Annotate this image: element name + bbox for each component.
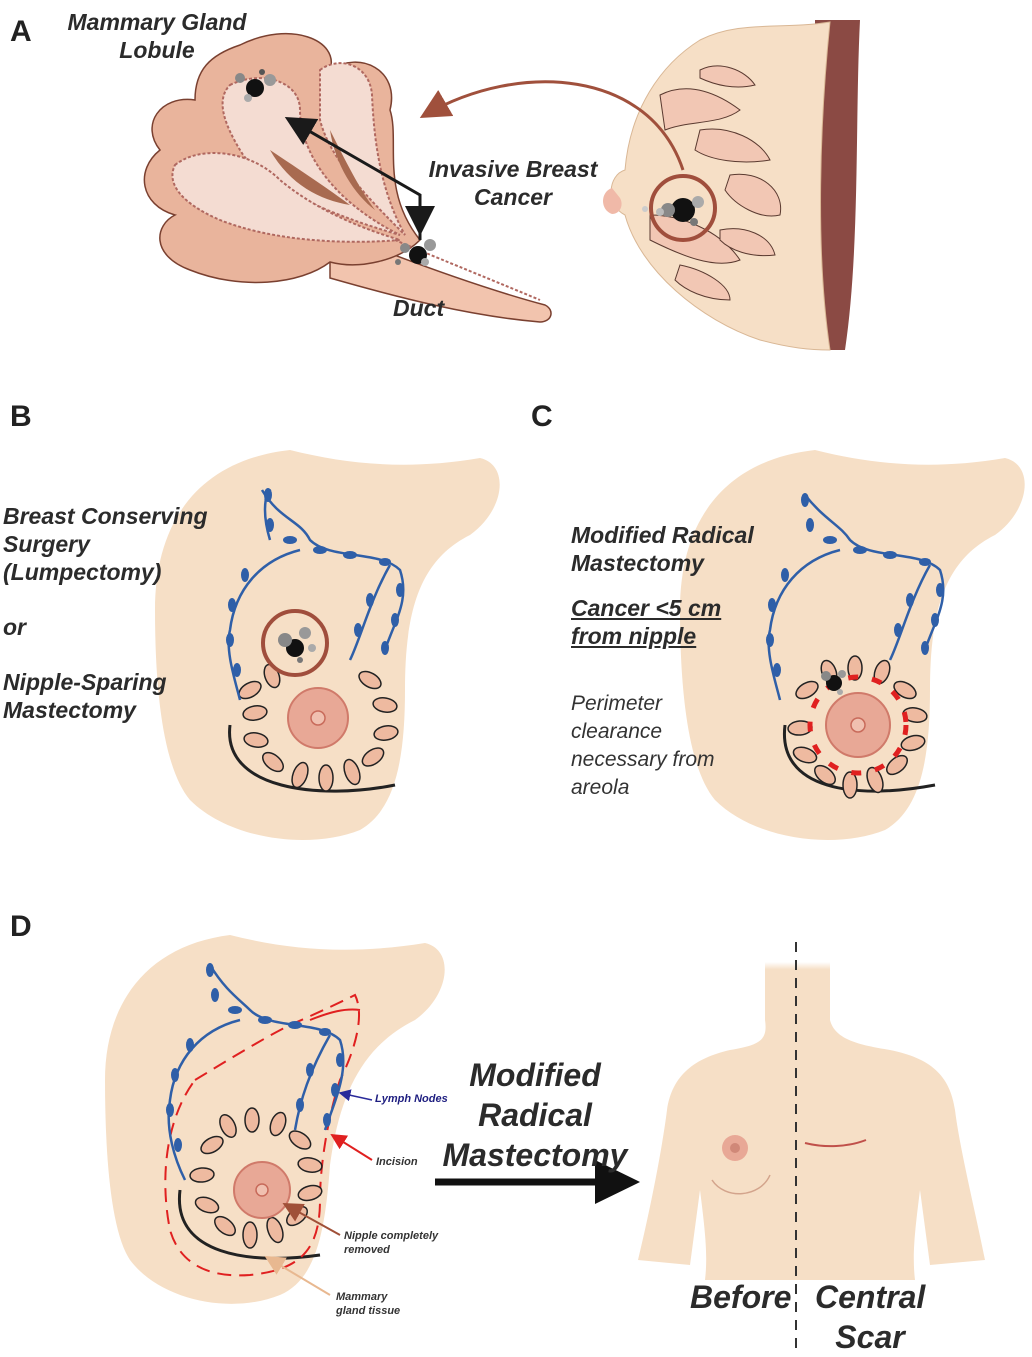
- procedure-label: Modified Radical Mastectomy: [440, 1055, 630, 1175]
- panel-b-letter: B: [10, 400, 32, 434]
- panel-c-title-line-2: Mastectomy: [571, 549, 754, 577]
- panel-c-note-line-4: areola: [571, 774, 715, 802]
- panel-c-note-line-2: clearance: [571, 718, 715, 746]
- nipple-removed-label: Nipple completely removed: [344, 1229, 438, 1257]
- panel-c-title-line-1: Modified Radical: [571, 521, 754, 549]
- lobule-label: Mammary Gland Lobule: [62, 8, 252, 64]
- incision-label: Incision: [376, 1155, 418, 1169]
- panel-d-letter: D: [10, 910, 32, 944]
- panel-b-text: Breast Conserving Surgery (Lumpectomy) o…: [3, 502, 208, 724]
- lobule-label-line-2: Lobule: [62, 36, 252, 64]
- before-label: Before: [690, 1277, 791, 1317]
- central-scar-label: Central Scar: [815, 1277, 925, 1357]
- panel-c-criteria-line-2: from nipple: [571, 622, 754, 650]
- panel-a-letter: A: [10, 15, 32, 49]
- panel-c-letter: C: [531, 400, 553, 434]
- panel-c-title: Modified Radical Mastectomy Cancer <5 cm…: [571, 521, 754, 650]
- panel-c-criteria-line-1: Cancer <5 cm: [571, 594, 754, 622]
- procedure-label-line-1: Modified: [440, 1055, 630, 1095]
- central-scar-line-2: Scar: [815, 1317, 925, 1357]
- panel-b-line-4: or: [3, 613, 208, 641]
- panel-c-note-line-1: Perimeter: [571, 690, 715, 718]
- procedure-label-line-2: Radical: [440, 1095, 630, 1135]
- panel-b-line-5: Nipple-Sparing: [3, 668, 208, 696]
- panel-b-line-2: Surgery: [3, 530, 208, 558]
- gland-tissue-line-2: gland tissue: [336, 1304, 400, 1318]
- lobule-label-line-1: Mammary Gland: [62, 8, 252, 36]
- duct-label: Duct: [393, 294, 444, 322]
- invasive-cancer-line-1: Invasive Breast: [418, 155, 608, 183]
- central-scar-line-1: Central: [815, 1277, 925, 1317]
- invasive-cancer-line-2: Cancer: [418, 183, 608, 211]
- invasive-cancer-label: Invasive Breast Cancer: [418, 155, 608, 211]
- panel-b-line-1: Breast Conserving: [3, 502, 208, 530]
- panel-b-line-3: (Lumpectomy): [3, 558, 208, 586]
- nipple-removed-line-2: removed: [344, 1243, 438, 1257]
- panel-c-note-line-3: necessary from: [571, 746, 715, 774]
- lymph-nodes-label: Lymph Nodes: [375, 1092, 448, 1106]
- gland-tissue-line-1: Mammary: [336, 1290, 400, 1304]
- panel-c-note: Perimeter clearance necessary from areol…: [571, 690, 715, 802]
- panel-b-line-6: Mastectomy: [3, 696, 208, 724]
- gland-tissue-label: Mammary gland tissue: [336, 1290, 400, 1318]
- nipple-removed-line-1: Nipple completely: [344, 1229, 438, 1243]
- procedure-label-line-3: Mastectomy: [440, 1135, 630, 1175]
